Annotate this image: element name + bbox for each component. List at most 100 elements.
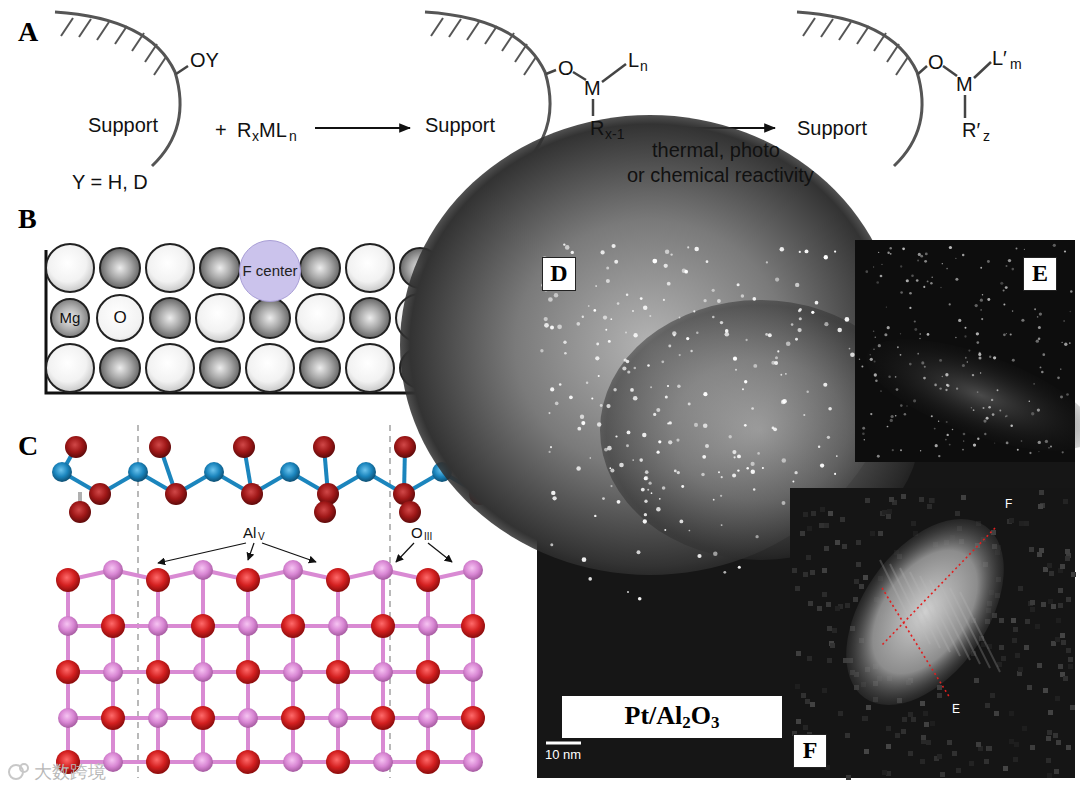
pt-particle — [755, 535, 758, 538]
pt-particle — [798, 309, 801, 312]
pt-particle — [815, 301, 819, 305]
pt-particle — [610, 485, 612, 487]
site-label: O — [411, 525, 423, 540]
pt-particle — [571, 251, 574, 254]
support-surface — [797, 12, 922, 166]
image-noise — [1047, 773, 1052, 778]
pt-particle — [795, 283, 799, 287]
image-noise — [956, 768, 961, 773]
pt-particle — [615, 435, 617, 437]
single-atom — [895, 376, 897, 378]
image-noise — [820, 507, 825, 512]
single-atom — [909, 363, 912, 366]
pt-particle — [738, 566, 741, 569]
single-atom — [939, 387, 941, 389]
image-noise — [1053, 733, 1058, 738]
node-text: Mg — [60, 310, 81, 326]
pt-particle — [687, 246, 689, 248]
image-noise — [862, 716, 867, 721]
oxygen-atom — [101, 706, 125, 730]
single-atom — [1036, 340, 1039, 343]
pt-particle — [603, 315, 607, 319]
pt-particle — [596, 343, 599, 346]
oxygen-atom — [416, 750, 440, 774]
image-noise — [902, 717, 907, 722]
image-noise — [882, 770, 887, 775]
image-noise — [985, 703, 990, 708]
pt-particle — [593, 309, 596, 312]
image-noise — [1030, 745, 1035, 750]
image-noise — [999, 618, 1004, 623]
hatch-line — [874, 33, 886, 51]
image-noise — [840, 517, 845, 522]
pt-particle — [742, 388, 744, 390]
single-atom — [887, 251, 889, 253]
image-noise — [1055, 637, 1060, 642]
image-noise — [822, 688, 827, 693]
pt-particle — [737, 469, 739, 471]
pt-particle — [689, 530, 691, 532]
image-noise — [1018, 586, 1023, 591]
pt-particle — [721, 476, 723, 478]
image-noise — [974, 678, 979, 683]
image-noise — [1065, 556, 1070, 561]
hatch-line — [431, 18, 443, 36]
image-noise — [866, 705, 871, 710]
single-atom — [1029, 400, 1031, 402]
image-noise — [940, 772, 945, 777]
image-noise — [955, 511, 960, 516]
pt-particle — [684, 270, 688, 274]
single-atom — [906, 405, 908, 407]
pt-particle — [820, 463, 824, 467]
ball-stick-model — [52, 425, 491, 778]
pt-particle — [751, 470, 755, 474]
single-atom — [920, 450, 921, 451]
pt-particle — [823, 383, 827, 387]
image-noise — [811, 511, 816, 516]
oxygen-ion — [146, 244, 194, 292]
image-noise — [930, 721, 935, 726]
single-atom — [900, 449, 902, 451]
single-atom — [947, 384, 950, 387]
pt-particle — [828, 407, 832, 411]
single-atom — [1038, 441, 1041, 444]
pt-particle — [638, 597, 642, 601]
image-noise — [795, 586, 800, 591]
scale-bar — [546, 742, 581, 745]
single-atom — [938, 421, 939, 422]
image-noise — [856, 562, 861, 567]
magnesium-ion — [300, 248, 340, 288]
pt-particle — [780, 374, 782, 376]
oxygen-atom — [65, 436, 87, 458]
aluminium-atom — [418, 616, 438, 636]
single-atom — [919, 338, 921, 340]
image-noise — [1054, 769, 1059, 774]
pt-particle — [799, 317, 802, 320]
pt-particle — [544, 317, 548, 321]
watermark-icon — [20, 764, 28, 772]
single-atom — [1064, 343, 1067, 346]
image-noise — [807, 526, 812, 531]
mg-ion-label: Mg — [50, 298, 90, 338]
pt-particle — [806, 391, 808, 393]
image-noise — [1030, 600, 1035, 605]
chemical-bond — [943, 66, 957, 76]
image-noise — [1051, 604, 1056, 609]
image-noise — [895, 733, 900, 738]
pt-particle — [794, 471, 797, 474]
single-atom — [1037, 408, 1040, 411]
image-noise — [822, 592, 827, 597]
pt-particle — [588, 305, 590, 307]
lattice-fringe — [900, 568, 940, 648]
single-atom — [900, 291, 903, 294]
pt-particle — [690, 350, 692, 352]
single-atom — [986, 417, 989, 420]
oxygen-atom — [146, 750, 170, 774]
panel-letter-box: E — [1023, 257, 1057, 291]
single-atom — [971, 407, 972, 408]
pt-particle — [702, 455, 706, 459]
metal-atom — [204, 462, 224, 482]
pt-particle — [720, 495, 722, 497]
pt-particle — [836, 455, 838, 457]
single-atom — [888, 376, 891, 379]
